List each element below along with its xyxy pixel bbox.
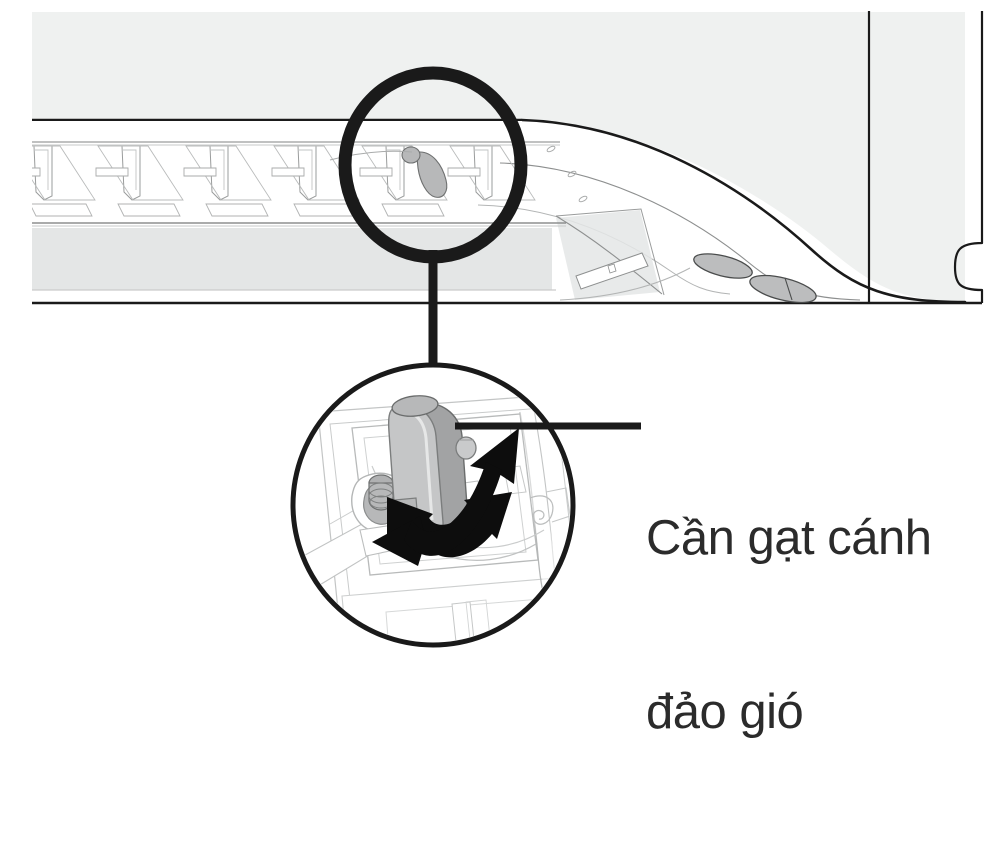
louver-fin — [95, 145, 184, 217]
vent-ellipse-1 — [693, 253, 753, 279]
right-clip-body — [545, 487, 570, 523]
louver-grille — [32, 141, 566, 227]
front-bezel-shade — [32, 228, 552, 290]
detail-circle-outline — [290, 362, 576, 648]
callout-line-1: Cần gạt cánh — [646, 511, 932, 565]
grille-upper-gap — [32, 121, 522, 141]
air-conditioner-illustration — [32, 11, 984, 648]
vent-ellipse-2-divider — [784, 277, 793, 301]
side-panel-notch — [953, 11, 984, 303]
louver-fin — [447, 145, 536, 201]
louver-fin — [359, 145, 448, 217]
nose-lower-curve — [559, 267, 691, 301]
nose-dimple-1 — [546, 145, 556, 153]
base-plate-tab — [451, 601, 475, 642]
right-blade-face — [520, 410, 560, 600]
nose-dimple-2 — [567, 170, 577, 178]
lever-top-cap — [391, 395, 439, 417]
callout-line-2: đảo gió — [646, 685, 804, 739]
nose-vane-edge — [555, 215, 663, 295]
lever-pivot-knob — [401, 146, 421, 164]
callout-label: Cần gạt cánh đảo gió — [646, 393, 976, 857]
louver-fins — [32, 145, 536, 217]
double-headed-swing-arrow — [372, 428, 519, 566]
detail-magnifier — [290, 362, 576, 648]
nose-vane-slot-tab — [607, 263, 617, 274]
louver-fin — [183, 145, 272, 217]
swing-arrow-head-right — [470, 428, 519, 484]
side-panel — [867, 11, 984, 303]
nose-dimple-3 — [578, 195, 588, 203]
louver-fin — [271, 145, 360, 217]
left-flange-line — [296, 567, 307, 575]
indoor-unit-body — [32, 11, 984, 305]
right-clip-hook — [529, 495, 554, 525]
swing-arrow-band — [404, 462, 502, 556]
detail-contents — [296, 393, 570, 642]
lever-retaining-pin — [455, 436, 477, 460]
unit-nose-fill — [520, 120, 965, 302]
unit-nose-curve — [520, 118, 967, 304]
louver-fin — [32, 145, 96, 217]
diagram-canvas: Cần gạt cánh đảo gió — [32, 11, 984, 739]
nose-vane-outline — [555, 208, 665, 296]
